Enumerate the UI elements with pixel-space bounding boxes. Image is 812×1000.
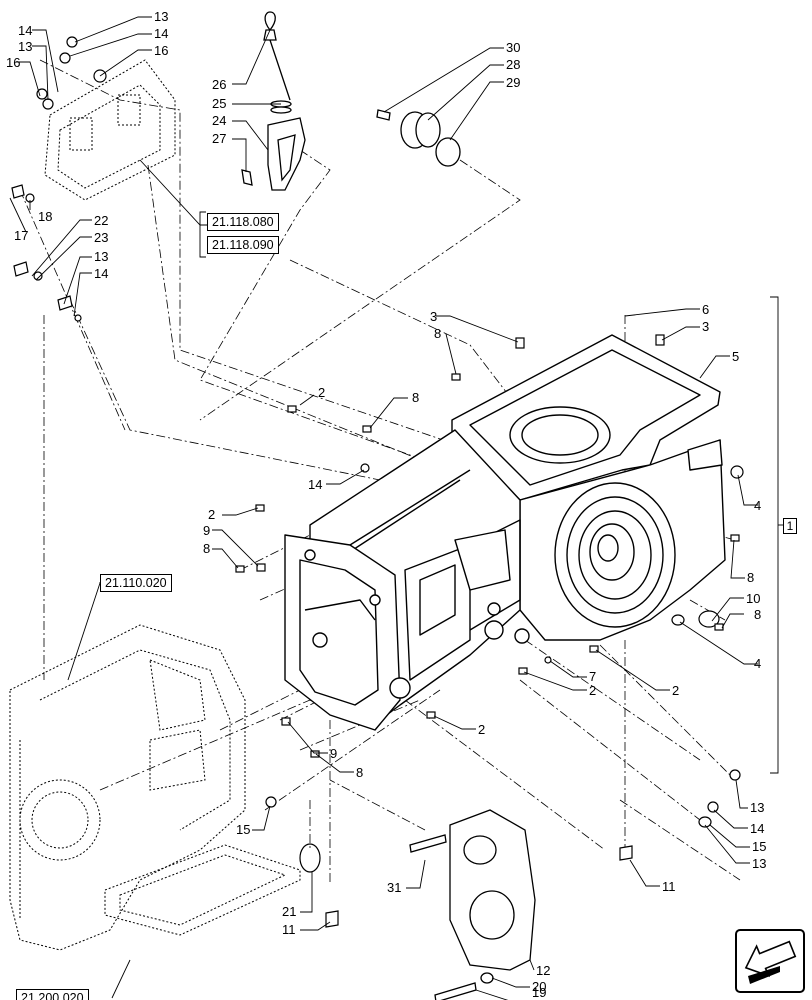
callout-label: 16 [6, 55, 20, 70]
callout-label: 12 [536, 963, 550, 978]
callout-label: 27 [212, 131, 226, 146]
callout-label: 29 [506, 75, 520, 90]
callout-label: 4 [754, 656, 761, 671]
callout-label: 18 [38, 209, 52, 224]
callout-label: 7 [589, 669, 596, 684]
pto-cover [409, 809, 536, 1000]
leader-lines [9, 16, 790, 1000]
callout-label: 13 [94, 249, 108, 264]
callout-label: 10 [746, 591, 760, 606]
callout-label: 15 [236, 822, 250, 837]
callout-label: 8 [747, 570, 754, 585]
callout-label: 3 [430, 309, 437, 324]
callout-label: 13 [750, 800, 764, 815]
callout-label: 14 [308, 477, 322, 492]
callout-label: 8 [203, 541, 210, 556]
callout-label: 28 [506, 57, 520, 72]
ref-link-21-118-090[interactable]: 21.118.090 [207, 236, 279, 254]
callout-label: 2 [318, 385, 325, 400]
callout-label: 2 [672, 683, 679, 698]
callout-label: 8 [356, 765, 363, 780]
callout-label: 14 [94, 266, 108, 281]
callout-label: 8 [412, 390, 419, 405]
front-housing-outline [9, 624, 246, 951]
callout-label: 16 [154, 43, 168, 58]
dipstick-assembly [241, 11, 306, 191]
callout-label: 3 [702, 319, 709, 334]
ref-link-21-200-020[interactable]: 21.200.020 [16, 989, 89, 1000]
alignment-lines [19, 59, 741, 885]
callout-label: 2 [589, 683, 596, 698]
callout-label: 8 [754, 607, 761, 622]
callout-label: 13 [752, 856, 766, 871]
callout-label: 21 [282, 904, 296, 919]
callout-label: 14 [154, 26, 168, 41]
callout-label: 30 [506, 40, 520, 55]
callout-label: 24 [212, 113, 226, 128]
sleeve-assembly [376, 109, 461, 167]
callout-labels: 13 14 16 14 13 16 18 17 22 23 13 14 26 2… [6, 9, 766, 1000]
callout-label: 14 [750, 821, 764, 836]
oil-pan [104, 844, 301, 936]
callout-label: 26 [212, 77, 226, 92]
callout-label: 8 [434, 326, 441, 341]
callout-label: 2 [478, 722, 485, 737]
callout-label: 31 [387, 880, 401, 895]
previous-page-arrow-icon[interactable] [734, 928, 806, 994]
side-cover-plate [44, 59, 176, 201]
callout-label: 5 [732, 349, 739, 364]
callout-label: 13 [154, 9, 168, 24]
ref-link-21-110-020[interactable]: 21.110.020 [100, 574, 172, 592]
callout-label: 11 [662, 879, 676, 894]
callout-label: 9 [330, 746, 337, 761]
group-label: 1 [783, 518, 797, 534]
callout-label: 6 [702, 302, 709, 317]
callout-label: 9 [203, 523, 210, 538]
callout-label: 11 [282, 922, 296, 937]
transmission-housing [284, 334, 726, 731]
callout-label: 17 [14, 228, 28, 243]
callout-label: 14 [18, 23, 32, 38]
callout-label: 2 [208, 507, 215, 522]
callout-label: 25 [212, 96, 226, 111]
ref-link-21-118-080[interactable]: 21.118.080 [207, 213, 279, 231]
callout-label: 22 [94, 213, 108, 228]
callout-label: 23 [94, 230, 108, 245]
callout-label: 20 [532, 979, 546, 994]
callout-label: 4 [754, 498, 761, 513]
callout-label: 13 [18, 39, 32, 54]
callout-label: 15 [752, 839, 766, 854]
callout-label: 19 [532, 985, 546, 1000]
